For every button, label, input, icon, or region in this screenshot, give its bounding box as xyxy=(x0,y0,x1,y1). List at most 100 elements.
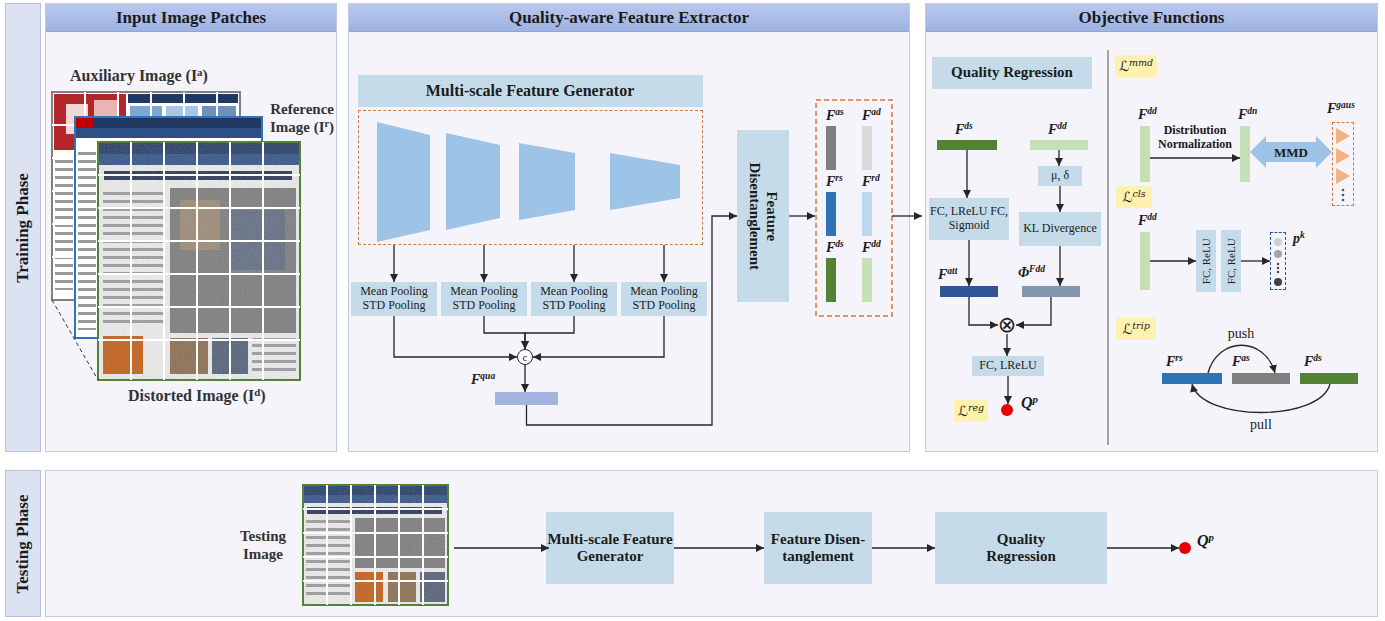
gaussian-samples-part xyxy=(1342,189,1345,192)
operator-circle: c xyxy=(517,349,533,365)
output-dot: Qp xyxy=(1001,404,1013,416)
connector xyxy=(1058,150,1059,166)
edge-label: MMD xyxy=(1272,146,1310,161)
connector xyxy=(524,365,525,392)
superscript: p xyxy=(1033,393,1038,405)
feature-label: Fgaus xyxy=(1327,101,1355,116)
superscript: reg xyxy=(968,402,984,413)
node-text: Multi-scale Feature Generator xyxy=(426,82,635,100)
superscript: dd xyxy=(871,239,881,249)
connector xyxy=(663,245,664,282)
node-text: Quality-aware Feature Extractor xyxy=(509,8,749,28)
edge-label: pull xyxy=(1248,417,1274,433)
dashed-guide xyxy=(52,300,98,380)
feature-label: Fas xyxy=(826,108,844,123)
node-text: FC, LReLU xyxy=(979,359,1036,373)
feature-label: Fad xyxy=(862,108,881,123)
superscript: gaus xyxy=(1336,100,1355,110)
feature-bar: Fas xyxy=(1232,373,1290,384)
bar-label-wrap: Fdn xyxy=(1238,105,1257,123)
image-label-wrap: Auxiliary Image (Ia) xyxy=(70,66,208,85)
process-box: Mean Pooling STD Pooling xyxy=(621,282,707,316)
distorted-image-part xyxy=(99,143,299,379)
class-probabilities-part xyxy=(1277,267,1279,269)
bar-label-wrap: Fdd xyxy=(862,238,881,256)
class-probabilities-part xyxy=(1274,278,1282,286)
bar-label-wrap: Fdd xyxy=(1138,211,1157,229)
feature-bar: Fqua xyxy=(495,392,558,405)
feature-label: Fqua xyxy=(471,372,495,387)
superscript: Fdd xyxy=(1029,264,1045,274)
node-text: ℒtrip xyxy=(1122,321,1150,337)
feature-label: Frd xyxy=(862,174,880,189)
superscript: ad xyxy=(871,107,881,117)
bar-label-wrap: Frd xyxy=(862,172,880,190)
class-probabilities-part xyxy=(1274,238,1282,246)
superscript: cls xyxy=(1132,188,1145,199)
superscript: r xyxy=(324,118,329,129)
class-probabilities-part xyxy=(1274,250,1282,258)
feature-label: pk xyxy=(1293,231,1305,246)
loss-tag: ℒtrip xyxy=(1116,318,1156,340)
node-text: Training Phase xyxy=(13,173,33,283)
bar-label-wrap: Frs xyxy=(826,172,843,190)
gaussian-samples-part xyxy=(1336,128,1350,144)
feature-label: Fdn xyxy=(1238,107,1257,122)
superscript: dd xyxy=(1147,212,1157,222)
connector xyxy=(1059,186,1060,212)
connector xyxy=(1150,157,1240,158)
feature-label: ΦFdd xyxy=(1018,265,1045,280)
connector xyxy=(1059,246,1060,286)
bar-label-wrap: pk xyxy=(1293,229,1305,247)
bar-label-wrap: Fdd xyxy=(1048,120,1067,138)
node-text: Mean Pooling STD Pooling xyxy=(621,285,707,313)
testing-image-part xyxy=(303,485,448,605)
process-box: μ, δ xyxy=(1038,166,1082,186)
bar-label-wrap: Fdd xyxy=(1138,105,1157,123)
image-label: Testing Image xyxy=(240,528,286,562)
distorted-image-part xyxy=(98,142,300,380)
connector xyxy=(969,297,998,325)
double-arrow xyxy=(1250,136,1332,168)
connector xyxy=(1107,547,1179,548)
gaussian-samples-part xyxy=(1342,199,1345,202)
superscript: ds xyxy=(1313,353,1321,363)
connector xyxy=(966,150,967,198)
testing-image-part xyxy=(304,486,447,604)
connector xyxy=(483,245,484,282)
connector xyxy=(393,245,394,282)
feature-label: Fds xyxy=(826,240,844,255)
operator-circle: ⊗ xyxy=(998,316,1016,334)
connector xyxy=(1150,260,1196,261)
superscript: d xyxy=(254,386,260,398)
feature-label: Fdd xyxy=(1138,213,1157,228)
connector xyxy=(1006,334,1007,356)
feature-bar: Fdd xyxy=(1140,232,1150,290)
arrow xyxy=(892,215,922,216)
feature-bar: Fas xyxy=(826,126,836,170)
feature-bar: Frs xyxy=(826,192,836,236)
connector xyxy=(1208,345,1275,373)
feature-bar: Fatt xyxy=(940,286,998,297)
module-heading: Multi-scale Feature Generator xyxy=(358,75,703,107)
bar-label-wrap: Fds xyxy=(955,120,973,138)
process-box: FC, LReLU FC, Sigmoid xyxy=(929,198,1009,240)
node-text: Mean Pooling STD Pooling xyxy=(441,285,527,313)
feature-label: Fdd xyxy=(862,240,881,255)
bar-label-wrap: Fas xyxy=(1232,352,1250,370)
node-text: FC, ReLU xyxy=(1200,232,1213,290)
feature-label: Fds xyxy=(955,122,973,137)
process-box: KL Divergence xyxy=(1019,212,1101,246)
superscript: rd xyxy=(871,173,879,183)
process-box: Quality Regression xyxy=(932,57,1092,89)
connector xyxy=(1241,260,1270,261)
panel: Quality-aware Feature ExtractorMulti-sca… xyxy=(348,3,910,452)
superscript: a xyxy=(197,66,202,78)
feature-label: Qp xyxy=(1021,394,1038,411)
superscript: qua xyxy=(480,371,495,381)
distorted-image-part xyxy=(98,142,300,380)
divider xyxy=(1108,50,1109,445)
superscript: rs xyxy=(1175,353,1182,363)
feature-bar: Fdn xyxy=(1240,126,1250,182)
